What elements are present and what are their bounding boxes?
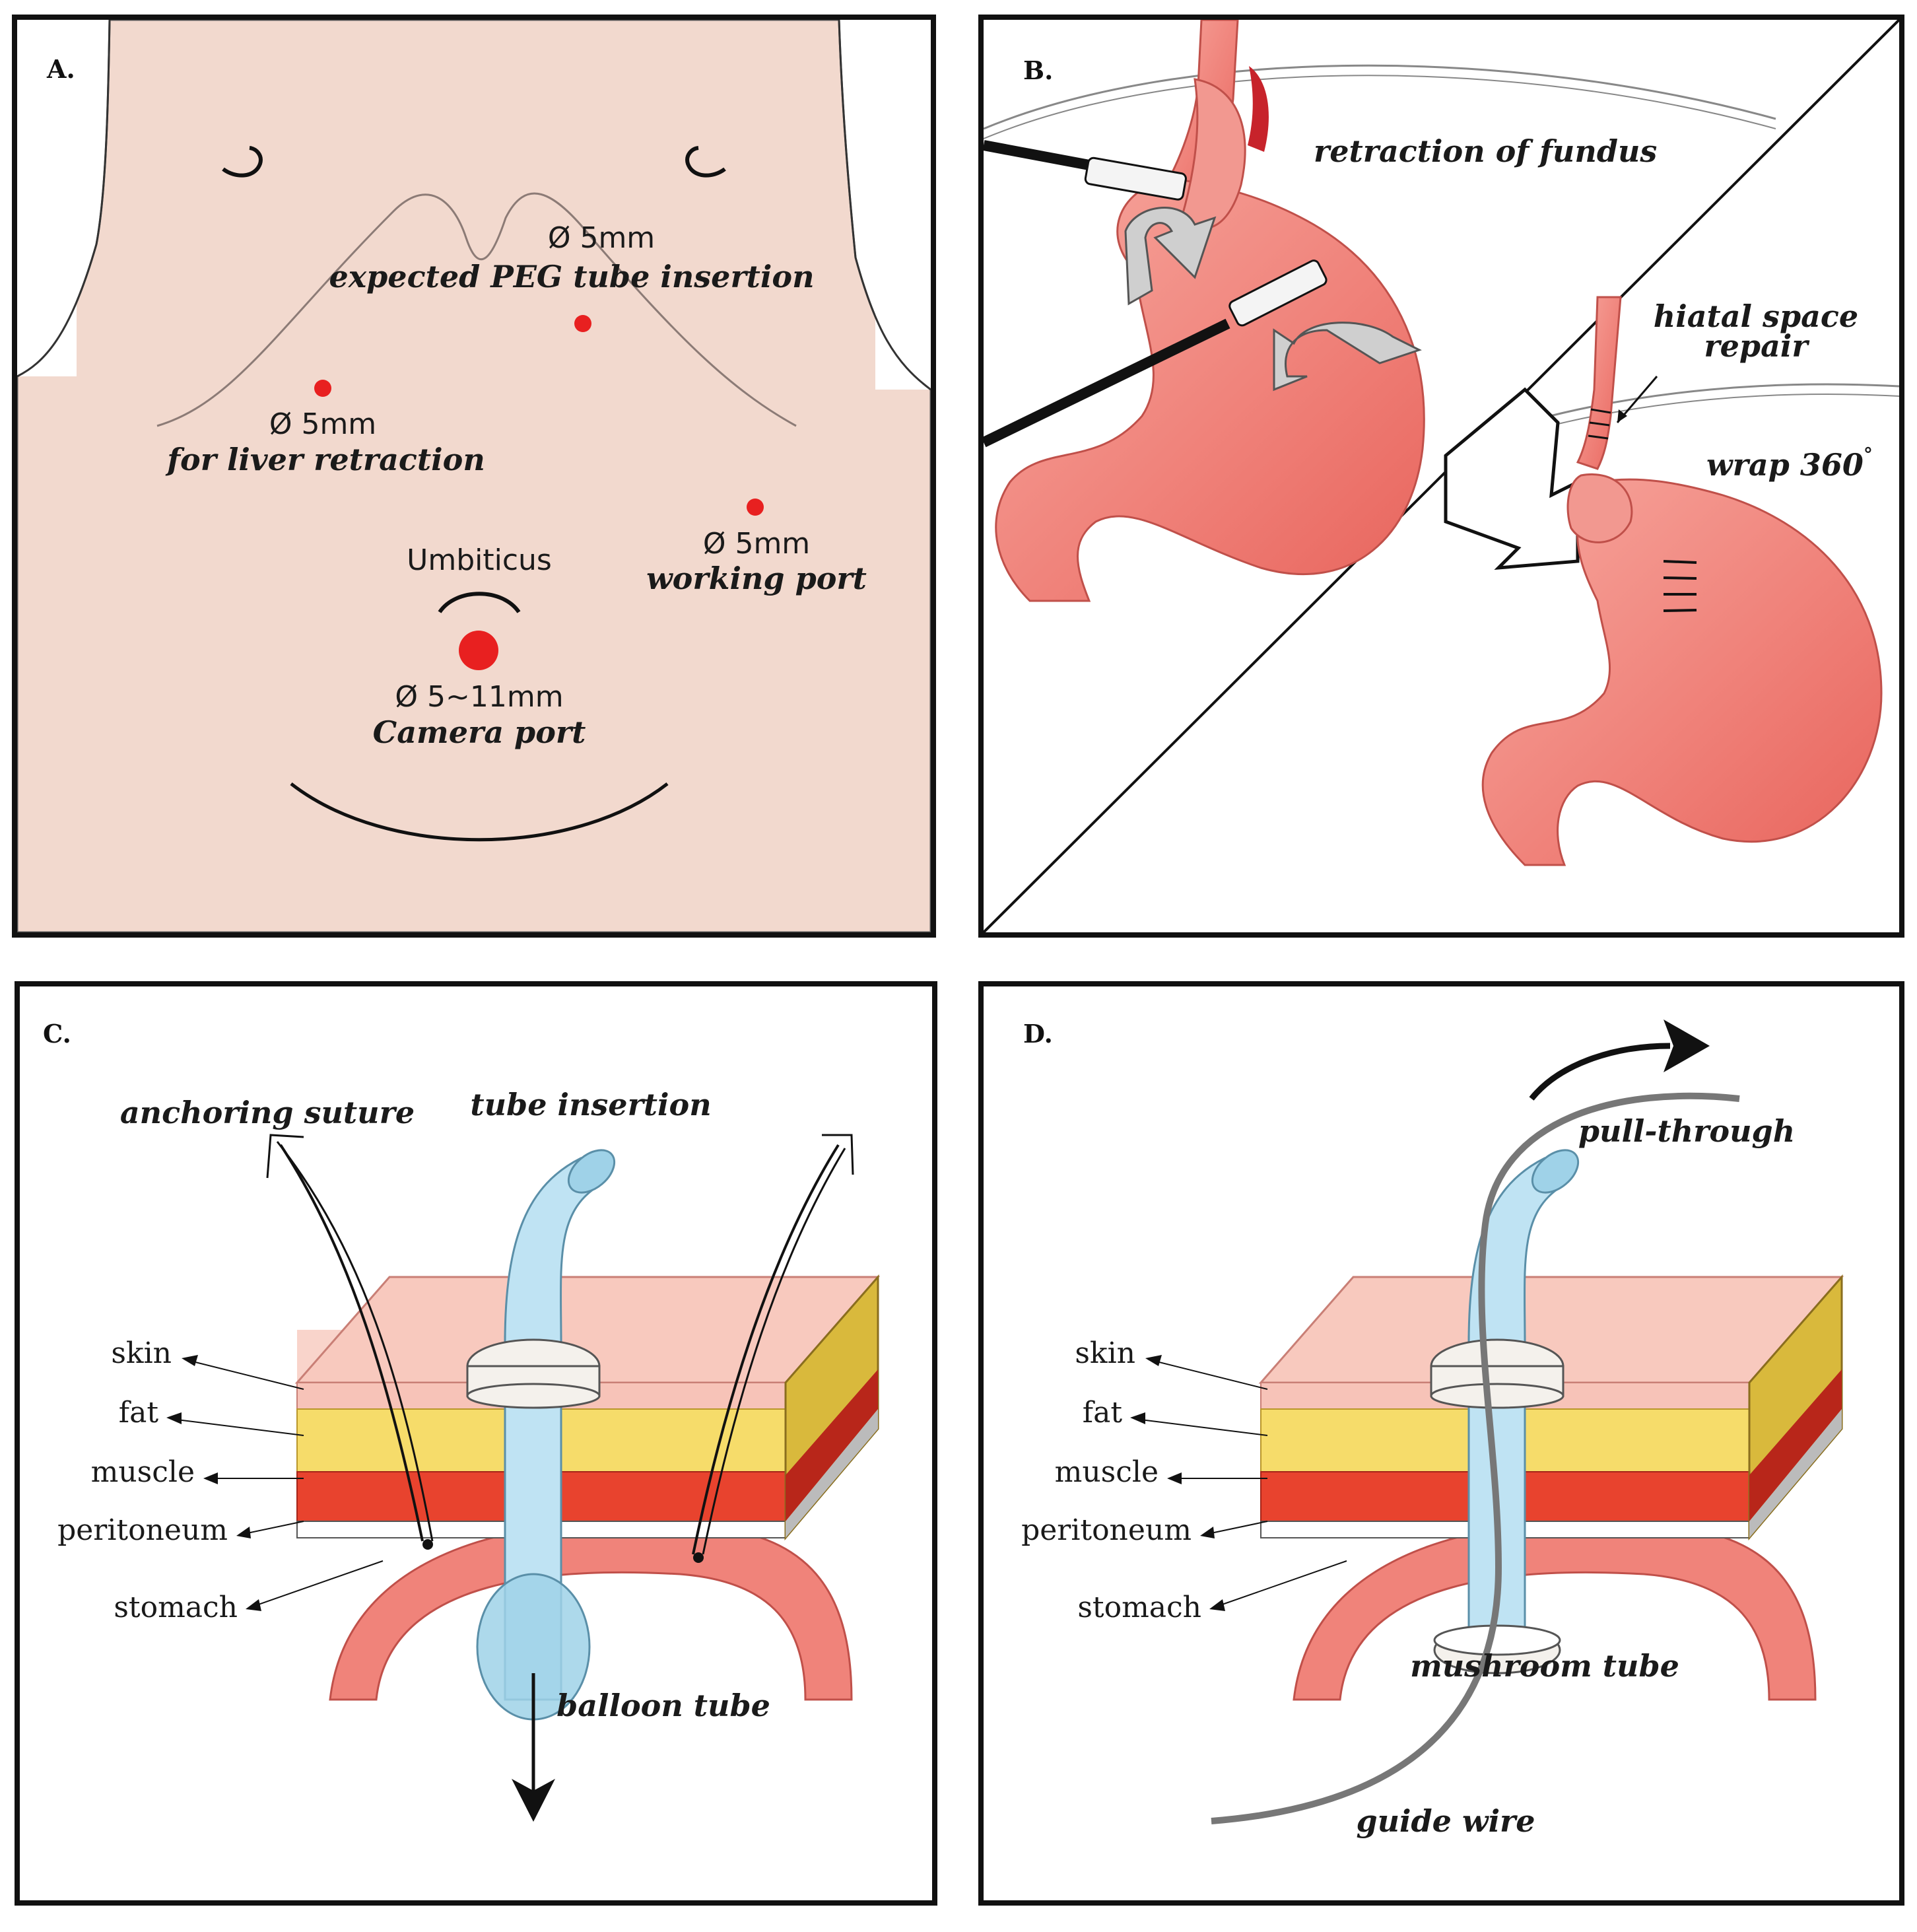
panel-a-port-placement: A. Ø 5mm expected PEG tube insertion Ø 5… bbox=[12, 15, 936, 938]
panel-b-fundoplication: B. retraction of fundus hiatal space rep… bbox=[978, 15, 1904, 938]
retraction-label: retraction of fundus bbox=[1314, 133, 1657, 169]
camera-port-desc: Camera port bbox=[373, 714, 586, 750]
guide-wire-label: guide wire bbox=[1356, 1803, 1535, 1839]
panel-c-balloon-tube: C. anchoring suture tube insertion skin … bbox=[15, 981, 937, 1906]
fundus-flap-1 bbox=[1180, 78, 1246, 230]
camera-port-size: Ø 5~11mm bbox=[395, 680, 563, 714]
port-work-desc: working port bbox=[646, 561, 867, 596]
rotate-arrow-right bbox=[1273, 322, 1422, 392]
muscle-label: muscle bbox=[1055, 1455, 1159, 1489]
mushroom-label: mushroom tube bbox=[1410, 1648, 1679, 1684]
diaphragm-arc-lower bbox=[1524, 383, 1899, 424]
peritoneum-label: peritoneum bbox=[1021, 1513, 1192, 1547]
right-nipple bbox=[685, 146, 726, 178]
pull-through-label: pull-through bbox=[1578, 1113, 1795, 1149]
panel-c-drawing: C. anchoring suture tube insertion skin … bbox=[43, 1019, 881, 1822]
diaphragm-arc-upper-2 bbox=[984, 75, 1776, 139]
port-top-desc: expected PEG tube insertion bbox=[329, 259, 814, 294]
panel-a-drawing: A. Ø 5mm expected PEG tube insertion Ø 5… bbox=[17, 20, 931, 932]
wrap-360 bbox=[1566, 473, 1633, 543]
rotate-arrow-left bbox=[1124, 207, 1217, 306]
port-top-size: Ø 5mm bbox=[548, 221, 655, 255]
port-liver-size: Ø 5mm bbox=[269, 407, 376, 441]
grasper-2 bbox=[984, 318, 1230, 448]
left-nipple bbox=[222, 146, 263, 178]
anchoring-label: anchoring suture bbox=[120, 1095, 415, 1130]
panel-b-drawing: B. retraction of fundus hiatal space rep… bbox=[984, 20, 1899, 932]
fat-label: fat bbox=[119, 1396, 159, 1430]
tube-insertion-label: tube insertion bbox=[470, 1087, 711, 1122]
costal-margin bbox=[156, 192, 797, 427]
diagonal-divider bbox=[984, 20, 1899, 932]
skin-label: skin bbox=[1075, 1336, 1135, 1370]
balloon-label: balloon tube bbox=[556, 1688, 770, 1723]
port-top-dot bbox=[574, 315, 591, 332]
wrap-sutures bbox=[1663, 560, 1697, 612]
port-liver-dot bbox=[314, 380, 331, 397]
esophagus-2 bbox=[1576, 296, 1622, 470]
grasper-1 bbox=[984, 140, 1091, 170]
anchor-suture-left bbox=[279, 1144, 424, 1542]
diaphragm-arc-lower-2 bbox=[1524, 394, 1899, 433]
port-work-dot bbox=[747, 499, 764, 516]
peritoneum-label: peritoneum bbox=[57, 1513, 228, 1547]
hiatal-label-1: hiatal space bbox=[1654, 298, 1858, 334]
stomach-body-1 bbox=[995, 177, 1425, 602]
anchor-suture-right bbox=[692, 1144, 840, 1555]
panel-c-label: C. bbox=[43, 1019, 71, 1049]
panel-d-mushroom-tube: D. pull-through skin fat muscle peritone… bbox=[978, 981, 1904, 1906]
panel-a-label: A. bbox=[46, 54, 75, 84]
lower-abdomen-curve bbox=[290, 782, 669, 842]
umbilicus-mark bbox=[438, 592, 521, 613]
panel-b-label: B. bbox=[1023, 55, 1053, 85]
camera-port-dot bbox=[459, 631, 498, 670]
stomach-wall bbox=[329, 1521, 853, 1701]
guide-wire bbox=[1211, 1092, 1740, 1824]
skin-label: skin bbox=[111, 1336, 172, 1370]
fat-label: fat bbox=[1083, 1396, 1123, 1430]
panel-d-label: D. bbox=[1023, 1019, 1053, 1049]
step-arrow bbox=[1444, 387, 1580, 570]
fundus-dark-1 bbox=[1248, 66, 1269, 152]
port-liver-desc: for liver retraction bbox=[165, 442, 485, 477]
stomach-body-2 bbox=[1481, 478, 1883, 866]
down-arrow bbox=[512, 1779, 555, 1822]
muscle-label: muscle bbox=[91, 1455, 195, 1489]
wrap-label: wrap 360° bbox=[1706, 444, 1873, 483]
diaphragm-arc-upper bbox=[984, 64, 1776, 130]
hiatal-label-2: repair bbox=[1704, 328, 1810, 364]
pull-through-arrow bbox=[1529, 1043, 1671, 1101]
port-work-size: Ø 5mm bbox=[703, 527, 810, 561]
panel-d-drawing: D. pull-through skin fat muscle peritone… bbox=[1021, 1019, 1844, 1839]
stomach-label: stomach bbox=[1077, 1591, 1201, 1624]
hiatal-sutures bbox=[1588, 408, 1611, 440]
umbilicus-label: Umbiticus bbox=[407, 543, 552, 577]
stomach-label: stomach bbox=[114, 1591, 238, 1624]
